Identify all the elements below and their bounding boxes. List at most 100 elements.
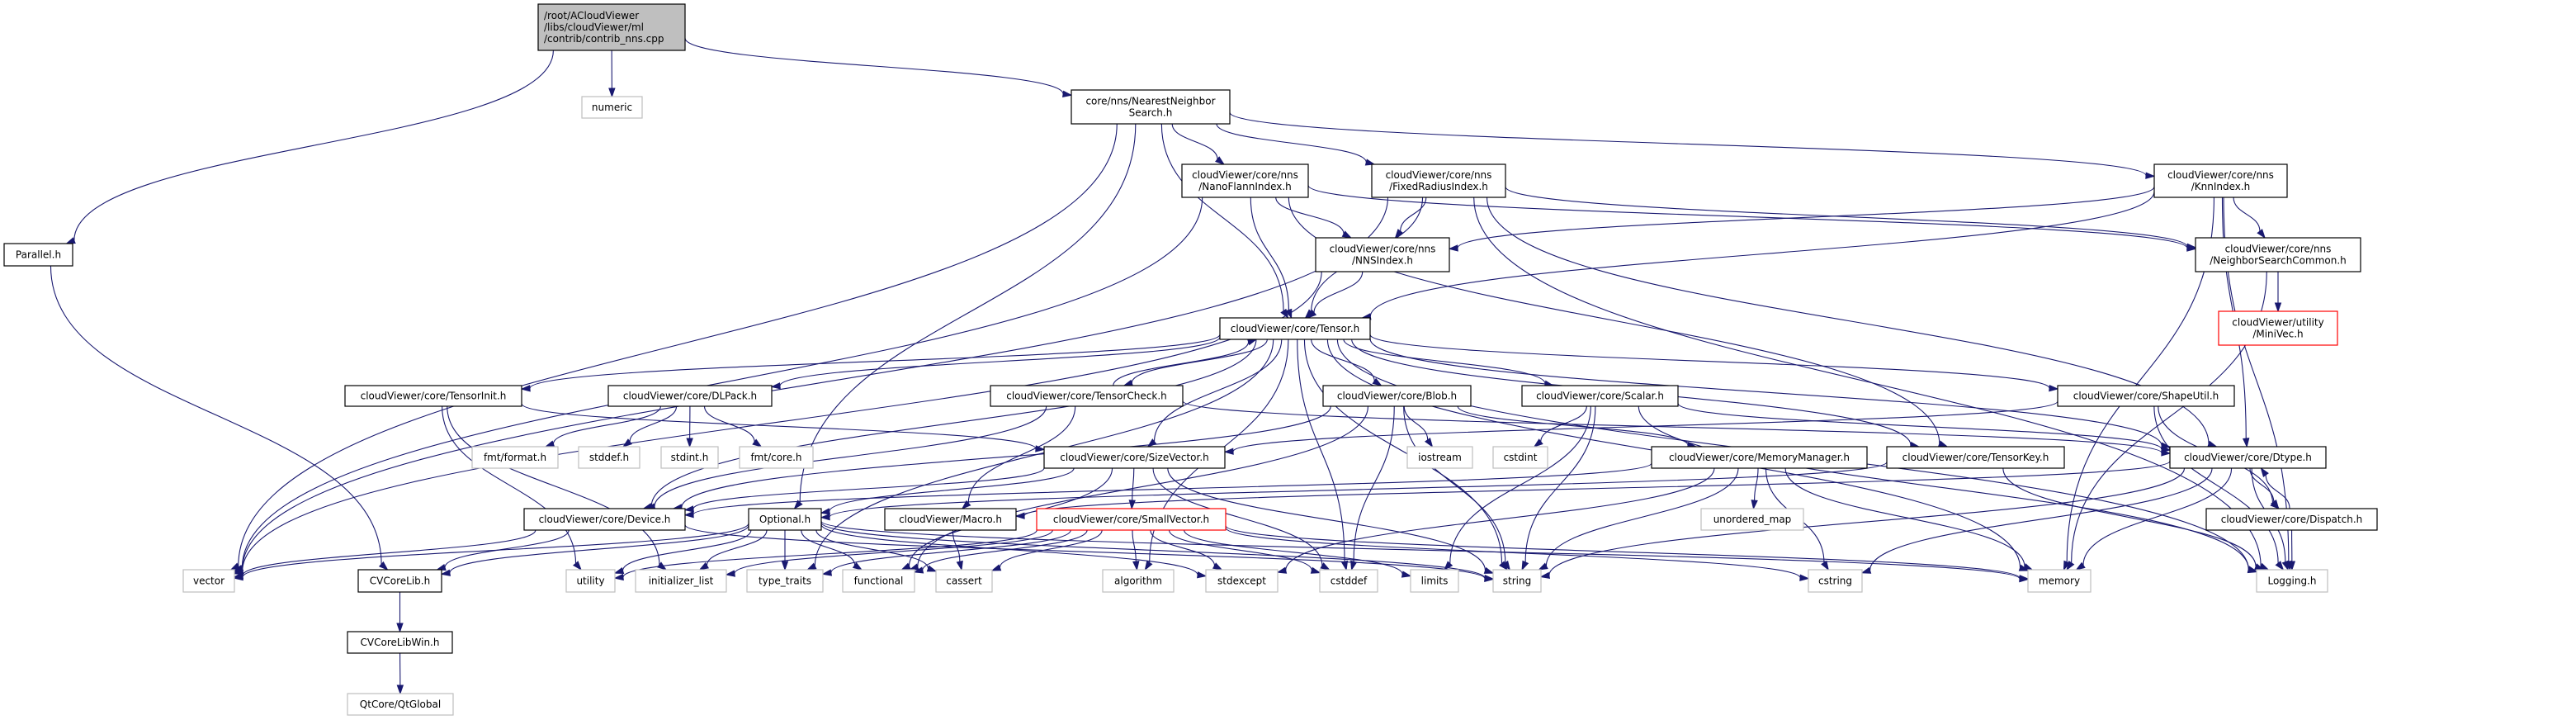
node-macro[interactable]: cloudViewer/Macro.h [884,508,1017,531]
arrowhead-icon [1197,571,1208,579]
node-cvcorelibwin[interactable]: CVCoreLibWin.h [347,631,453,654]
arrowhead-icon [378,561,389,571]
node-label: QtCore/QtGlobal [360,699,441,710]
node-label: string [1503,576,1531,587]
node-memmgr[interactable]: cloudViewer/core/MemoryManager.h [1651,446,1868,469]
node-box [990,385,1184,407]
arrowhead-icon [1538,562,1548,571]
node-label: Parallel.h [16,249,61,261]
node-box [2218,310,2338,346]
node-nscommon[interactable]: cloudViewer/core/nns/NeighborSearchCommo… [2195,237,2361,272]
node-tensorkey[interactable]: cloudViewer/core/TensorKey.h [1886,446,2065,469]
edge-line [1171,123,1218,159]
node-dlpack[interactable]: cloudViewer/core/DLPack.h [607,385,773,407]
node-box [2169,446,2327,469]
node-root[interactable]: /root/ACloudViewer/libs/cloudViewer/ml/c… [537,3,686,51]
arrowhead-icon [926,565,938,572]
node-sizevector[interactable]: cloudViewer/core/SizeVector.h [1043,446,1226,469]
node-box [1410,569,1459,593]
node-dispatch[interactable]: cloudViewer/core/Dispatch.h [2205,508,2378,531]
node-label: cloudViewer/core/SmallVector.h [1053,514,1209,525]
edge-line [1150,529,1216,566]
node-minivec[interactable]: cloudViewer/utility/MiniVec.h [2218,310,2338,346]
node-scalar[interactable]: cloudViewer/core/Scalar.h [1521,385,1679,407]
node-label: stddef.h [589,452,629,463]
edge-line [1548,467,2186,576]
edge-smallvector-to-memory [1225,525,2030,582]
node-nnsindex[interactable]: cloudViewer/core/nns/NNSIndex.h [1315,237,1450,272]
edge-line [1153,339,1283,442]
edge-line [1297,339,1345,562]
node-knn[interactable]: cloudViewer/core/nns/KnnIndex.h [2153,163,2288,198]
node-tensorcheck[interactable]: cloudViewer/core/TensorCheck.h [990,385,1184,407]
arrowhead-icon [1341,230,1353,239]
node-dtype[interactable]: cloudViewer/core/Dtype.h [2169,446,2327,469]
arrowhead-icon [1307,310,1317,319]
node-box [182,569,235,593]
node-smallvector[interactable]: cloudViewer/core/SmallVector.h [1036,508,1227,531]
node-device[interactable]: cloudViewer/core/Device.h [523,508,686,531]
edge-line [1369,191,2155,317]
node-box [347,631,453,654]
edge-smallvector-to-cstddef [1168,529,1321,574]
edge-line [242,529,536,576]
node-tensor[interactable]: cloudViewer/core/Tensor.h [1219,317,1371,340]
node-box [1181,163,1309,198]
edge-line [967,405,1076,504]
edge-line [1677,403,2162,450]
node-label: Logging.h [2267,576,2316,587]
node-label: cloudViewer/core/Device.h [539,514,671,525]
arrowhead-icon [2066,560,2075,571]
edge-blob-to-cstddef [1350,405,1395,571]
edge-line [2153,405,2279,564]
edge-line [50,265,382,565]
edge-nns-to-fixedradius [1216,123,1376,166]
edge-dlpack-to-stdint [686,405,693,448]
node-box [1043,446,1226,469]
edge-line [1457,186,2155,249]
edge-scalar-to-cstdint [1533,405,1587,448]
node-nanoflann[interactable]: cloudViewer/core/nns/NanoFlannIndex.h [1181,163,1309,198]
edge-line [1229,111,2147,177]
edge-line [692,467,1045,509]
edge-nanoflann-to-tensorkey [1288,197,1949,448]
edge-line [1369,334,2050,389]
arrowhead-icon [683,511,694,519]
edge-line [1225,525,2021,579]
arrowhead-icon [2275,561,2285,571]
edge-line [241,197,1203,568]
node-blob[interactable]: cloudViewer/core/Blob.h [1322,385,1472,407]
node-label: cassert [946,576,982,587]
node-label: cloudViewer/core/TensorKey.h [1902,452,2049,463]
node-tensorinit[interactable]: cloudViewer/core/TensorInit.h [344,385,522,407]
node-label: utility [576,576,604,587]
edge-line [684,524,1486,580]
node-box [578,446,640,469]
edges-layer [50,37,2296,695]
node-box [1521,385,1679,407]
node-shapeutil[interactable]: cloudViewer/core/ShapeUtil.h [2057,385,2235,407]
arrowhead-icon [961,500,971,510]
edge-line [1023,461,2171,517]
arrowhead-icon [608,88,616,98]
arrowhead-icon [2257,229,2266,239]
edge-dlpack-to-fmtcore [703,405,763,448]
node-box [1492,446,1548,469]
edge-line [449,524,749,574]
edge-line [1303,339,1503,564]
arrowhead-icon [908,563,919,571]
edge-dlpack-to-stddef [622,405,678,448]
edge-scalar-to-string [1521,405,1596,571]
arrowhead-icon [1132,561,1140,571]
node-box [739,446,814,469]
node-parallel[interactable]: Parallel.h [3,243,73,267]
node-cvcorelib[interactable]: CVCoreLib.h [357,569,442,593]
node-fixedradius[interactable]: cloudViewer/core/nns/FixedRadiusIndex.h [1371,163,1506,198]
edge-line [444,529,570,568]
node-optional[interactable]: Optional.h [748,508,822,531]
node-box [2195,237,2361,272]
arrowhead-icon [1937,440,1949,448]
node-box [1492,569,1542,593]
